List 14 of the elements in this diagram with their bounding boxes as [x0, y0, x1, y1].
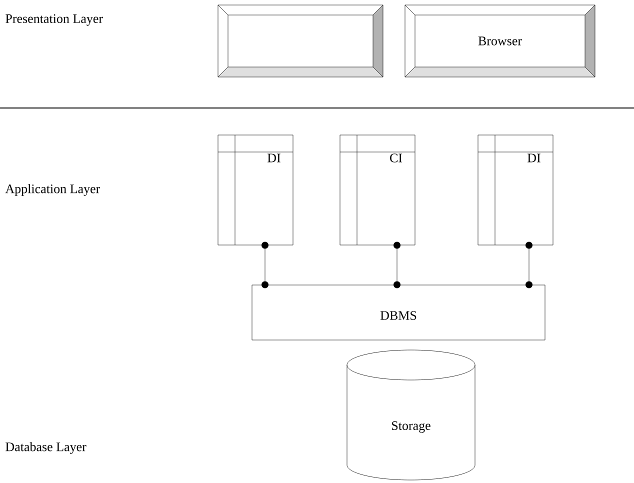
- layer-label: Presentation Layer: [6, 14, 103, 26]
- window-box: CI: [340, 134, 416, 246]
- layer-label: Application Layer: [5, 184, 100, 196]
- connector: [526, 242, 532, 288]
- node-label: Storage: [392, 421, 430, 433]
- process-box: DBMS: [252, 284, 546, 340]
- connector: [394, 242, 400, 288]
- database-cylinder: Storage: [346, 350, 476, 480]
- button-box: [218, 4, 384, 78]
- window-box: DI: [218, 134, 294, 246]
- button-box: Browser: [404, 4, 596, 78]
- window-box: DI: [478, 134, 554, 246]
- layer-label: Database Layer: [6, 442, 86, 454]
- connector: [262, 242, 268, 288]
